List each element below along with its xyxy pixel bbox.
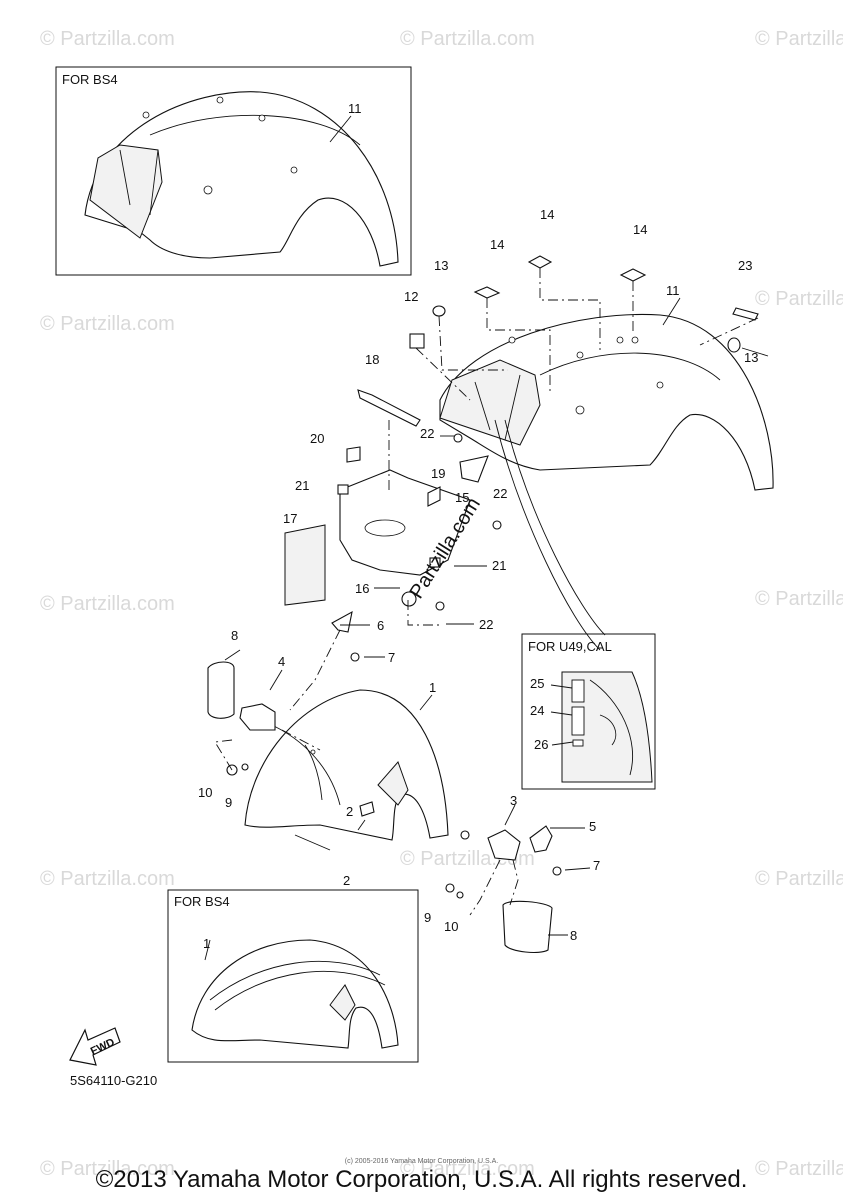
callout: 2	[346, 804, 353, 819]
callout: 23	[738, 258, 752, 273]
callout: 19	[431, 466, 445, 481]
callout: 8	[570, 928, 577, 943]
callout: 3	[510, 793, 517, 808]
callout: 13	[434, 258, 448, 273]
callout: 10	[198, 785, 212, 800]
callout: 25	[530, 676, 544, 691]
watermark: © Partzilla.com	[40, 868, 175, 890]
watermark: © Partzilla.com	[400, 28, 535, 50]
watermark: © Partzilla.com	[40, 28, 175, 50]
callout: 22	[420, 426, 434, 441]
box-bs4-front: FOR BS4	[167, 889, 419, 1063]
callout: 14	[490, 237, 504, 252]
callout: 21	[492, 558, 506, 573]
front-fender-main	[207, 610, 591, 954]
callout: 26	[534, 737, 548, 752]
watermark-layer: © Partzilla.com © Partzilla.com © Partzi…	[40, 28, 843, 1180]
callout: 15	[455, 490, 469, 505]
watermark: © Partzilla.com	[755, 868, 843, 890]
watermark: © Partzilla.com	[755, 288, 843, 310]
callout: 2	[343, 873, 350, 888]
callout: 18	[365, 352, 379, 367]
callout: 5	[589, 819, 596, 834]
callout: 6	[377, 618, 384, 633]
box-bs4-rear: FOR BS4 11	[55, 66, 412, 276]
callout: 20	[310, 431, 324, 446]
callout: 7	[388, 650, 395, 665]
watermark: © Partzilla.com	[40, 593, 175, 615]
fwd-arrow-icon: FWD	[69, 1027, 121, 1066]
watermark: © Partzilla.com	[755, 28, 843, 50]
license-bracket	[284, 389, 606, 651]
callout: 22	[479, 617, 493, 632]
watermark: © Partzilla.com	[755, 1158, 843, 1180]
callout: 21	[295, 478, 309, 493]
box-u49-cal: FOR U49,CAL 25 24 26	[521, 633, 656, 790]
copyright: ©2013 Yamaha Motor Corporation, U.S.A. A…	[95, 1166, 748, 1193]
callout-layer: 13 13 12 14 14 14 23 11 18 22 20 19 22 1…	[198, 207, 758, 951]
callout: 9	[424, 910, 431, 925]
callout: 24	[530, 703, 544, 718]
watermark: © Partzilla.com	[755, 588, 843, 610]
callout: 22	[493, 486, 507, 501]
callout: 13	[744, 350, 758, 365]
callout: 4	[278, 654, 285, 669]
callout: 1	[203, 936, 210, 951]
copyright-small: (c) 2005-2016 Yamaha Motor Corporation, …	[344, 1158, 499, 1165]
callout: 14	[540, 207, 554, 222]
box-bs4-front-label: FOR BS4	[174, 894, 230, 909]
watermark: © Partzilla.com	[40, 313, 175, 335]
diagram-code: 5S64110-G210	[70, 1073, 158, 1088]
callout: 9	[225, 795, 232, 810]
callout: 11	[348, 101, 362, 116]
watermark: © Partzilla.com	[40, 1158, 175, 1180]
callout: 17	[283, 511, 297, 526]
box-bs4-rear-label: FOR BS4	[62, 72, 118, 87]
box-u49-cal-label: FOR U49,CAL	[528, 639, 612, 654]
watermark: © Partzilla.com	[400, 1158, 535, 1180]
callout: 12	[404, 289, 418, 304]
callout: 1	[429, 680, 436, 695]
callout: 11	[666, 283, 680, 298]
callout: 8	[231, 628, 238, 643]
callout: 16	[355, 581, 369, 596]
rear-fender-main	[409, 255, 774, 491]
callout: 14	[633, 222, 647, 237]
callout: 10	[444, 919, 458, 934]
callout: 7	[593, 858, 600, 873]
